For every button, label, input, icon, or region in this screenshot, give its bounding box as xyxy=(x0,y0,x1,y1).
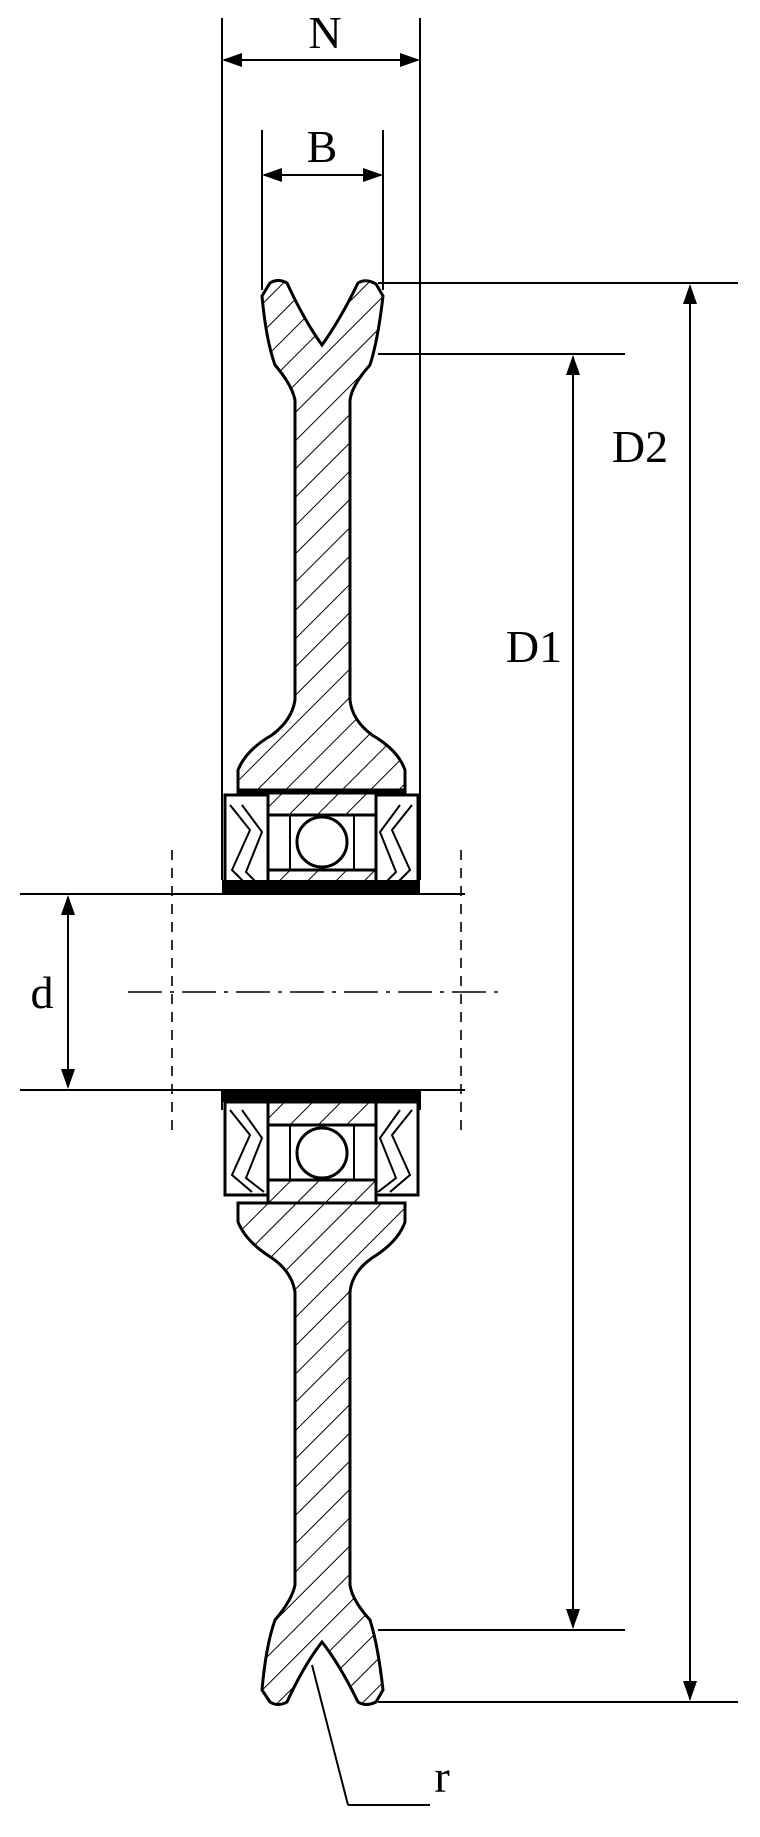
dimension-B: B xyxy=(262,121,383,182)
label-d: d xyxy=(31,967,54,1018)
label-B: B xyxy=(307,121,338,172)
dimension-D1: D1 xyxy=(378,353,625,1631)
radius-r-leader: r xyxy=(311,1664,450,1806)
label-N: N xyxy=(308,7,341,58)
dimension-D2: D2 xyxy=(378,282,738,1703)
label-D2: D2 xyxy=(612,421,668,472)
dimension-N: N xyxy=(222,7,420,67)
pulley-upper-half xyxy=(222,279,420,895)
label-D1: D1 xyxy=(506,621,562,672)
dimension-d: d xyxy=(31,895,75,1089)
label-r: r xyxy=(434,1751,449,1802)
pulley-lower-half xyxy=(222,1090,420,1706)
shaft xyxy=(20,850,505,1135)
